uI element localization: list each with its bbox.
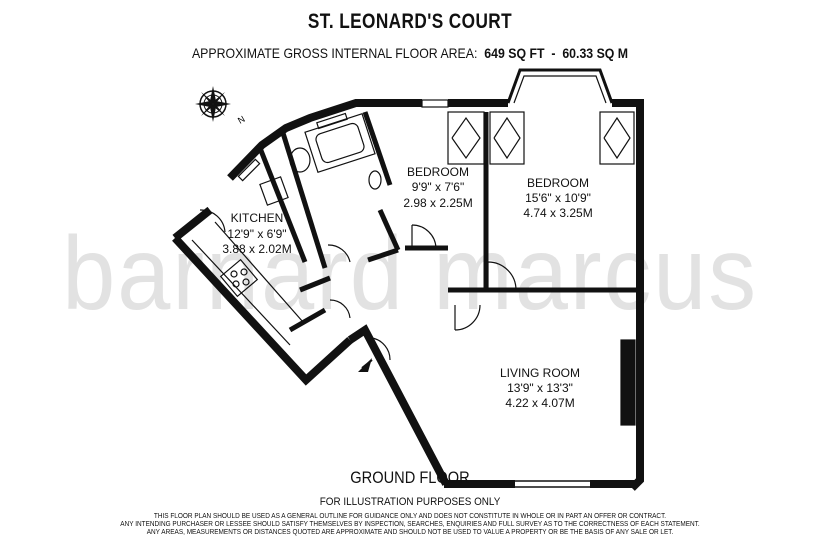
floor-area-sqft: 649 SQ FT: [484, 45, 545, 61]
bedroom-large-metric: 4.74 x 3.25M: [523, 206, 592, 220]
door-swings: [199, 209, 517, 361]
bedroom-large-imperial: 15'6" x 10'9": [525, 191, 591, 205]
disclaimer-line-1: THIS FLOOR PLAN SHOULD BE USED AS A GENE…: [153, 513, 667, 520]
kitchen-name: KITCHEN: [231, 211, 284, 225]
bathroom-fixtures: [259, 113, 382, 206]
room-kitchen: KITCHEN 12'9" x 6'9" 3.88 x 2.02M: [222, 211, 291, 256]
bedroom-small-name: BEDROOM: [407, 165, 469, 179]
living-name: LIVING ROOM: [500, 366, 580, 380]
room-living: LIVING ROOM 13'9" x 13'3" 4.22 x 4.07M: [500, 366, 580, 410]
kitchen-imperial: 12'9" x 6'9": [227, 227, 286, 241]
living-metric: 4.22 x 4.07M: [505, 396, 574, 410]
living-imperial: 13'9" x 13'3": [507, 381, 573, 395]
bedroom-small-imperial: 9'9" x 7'6": [412, 180, 464, 194]
kitchen-fixtures: [191, 221, 304, 346]
bedroom-small-metric: 2.98 x 2.25M: [403, 196, 472, 210]
illustration-note: FOR ILLUSTRATION PURPOSES ONLY: [319, 496, 501, 508]
room-bedroom-large: BEDROOM 15'6" x 10'9" 4.74 x 3.25M: [523, 176, 592, 220]
windows: [237, 99, 636, 426]
disclaimer-line-3: ANY AREAS, MEASUREMENTS OR DISTANCES QUO…: [146, 529, 674, 536]
floor-area-line: APPROXIMATE GROSS INTERNAL FLOOR AREA: 6…: [49, 45, 771, 61]
exterior-walls: [172, 68, 644, 491]
floor-area-label: APPROXIMATE GROSS INTERNAL FLOOR AREA:: [191, 45, 478, 61]
compass-north-label: N: [236, 114, 247, 126]
kitchen-metric: 3.88 x 2.02M: [222, 242, 291, 256]
compass-rose-icon: [195, 86, 231, 122]
page-title: ST. LEONARD'S COURT: [307, 10, 513, 33]
entrance-arrow-icon: [358, 358, 373, 372]
floor-area-separator: -: [551, 45, 556, 61]
disclaimer-line-2: ANY INTENDING PURCHASER OR LESSEE SHOULD…: [120, 521, 700, 528]
floor-area-sqm: 60.33 SQ M: [562, 45, 629, 61]
wardrobes: [447, 111, 635, 165]
bedroom-large-name: BEDROOM: [527, 176, 589, 190]
floor-label: GROUND FLOOR: [350, 468, 470, 487]
room-bedroom-small: BEDROOM 9'9" x 7'6" 2.98 x 2.25M: [403, 165, 472, 210]
